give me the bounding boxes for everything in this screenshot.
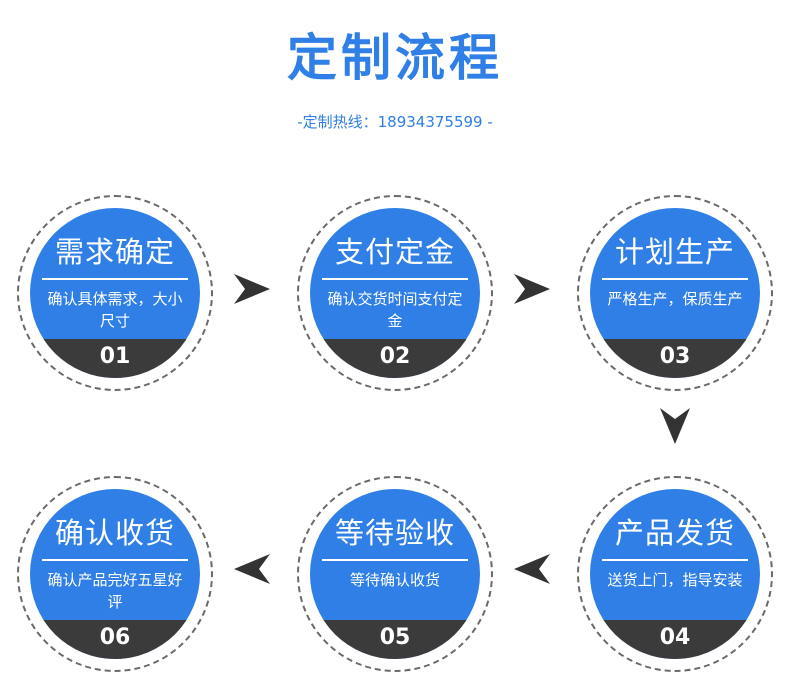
step-title: 支付定金 — [334, 235, 455, 269]
step-description: 送货上门，指导安装 — [607, 571, 743, 589]
step-number-band — [30, 339, 200, 378]
step-title: 确认收货 — [54, 516, 175, 550]
arrow-left-icon — [234, 554, 270, 584]
step-description: 确认具体需求，大小尺寸 — [47, 290, 183, 330]
step-number-band — [590, 339, 760, 378]
step-disc: 产品发货 送货上门，指导安装 04 — [590, 489, 760, 659]
step-card-06: 确认收货 确认产品完好五星好评 06 — [17, 476, 213, 672]
step-number-band — [590, 620, 760, 659]
arrow-right-icon — [514, 274, 550, 304]
step-number: 05 — [379, 625, 411, 650]
arrow-left-icon — [514, 554, 550, 584]
step-card-01: 需求确定 确认具体需求，大小尺寸 01 — [17, 195, 213, 391]
step-card-04: 产品发货 送货上门，指导安装 04 — [577, 476, 773, 672]
step-card-03: 计划生产 严格生产，保质生产 03 — [577, 195, 773, 391]
step-divider — [42, 559, 188, 561]
step-divider — [602, 278, 748, 280]
step-description: 确认产品完好五星好评 — [47, 571, 183, 611]
hotline-text: -定制热线：18934375599 - — [297, 113, 493, 131]
step-disc: 支付定金 确认交货时间支付定金 02 — [310, 208, 480, 378]
step-divider — [602, 559, 748, 561]
step-number: 03 — [659, 344, 691, 369]
step-card-05: 等待验收 等待确认收货 05 — [297, 476, 493, 672]
step-description: 等待确认收货 — [349, 571, 440, 589]
step-number-band — [30, 620, 200, 659]
step-number-band — [310, 620, 480, 659]
step-number: 01 — [99, 344, 131, 369]
arrow-down-icon — [660, 408, 690, 444]
step-description: 确认交货时间支付定金 — [327, 290, 463, 330]
step-number: 04 — [659, 625, 691, 650]
step-divider — [322, 559, 468, 561]
step-divider — [322, 278, 468, 280]
step-number-band — [310, 339, 480, 378]
arrow-right-icon — [234, 274, 270, 304]
step-title: 产品发货 — [614, 516, 735, 550]
step-disc: 需求确定 确认具体需求，大小尺寸 01 — [30, 208, 200, 378]
step-number: 02 — [379, 344, 411, 369]
step-title: 等待验收 — [334, 516, 455, 550]
step-disc: 确认收货 确认产品完好五星好评 06 — [30, 489, 200, 659]
step-divider — [42, 278, 188, 280]
step-description: 严格生产，保质生产 — [607, 290, 743, 308]
step-card-02: 支付定金 确认交货时间支付定金 02 — [297, 195, 493, 391]
step-number: 06 — [99, 625, 131, 650]
step-title: 计划生产 — [614, 235, 735, 269]
step-title: 需求确定 — [54, 235, 175, 269]
step-disc: 计划生产 严格生产，保质生产 03 — [590, 208, 760, 378]
page-title: 定制流程 — [287, 29, 503, 87]
step-disc: 等待验收 等待确认收货 05 — [310, 489, 480, 659]
